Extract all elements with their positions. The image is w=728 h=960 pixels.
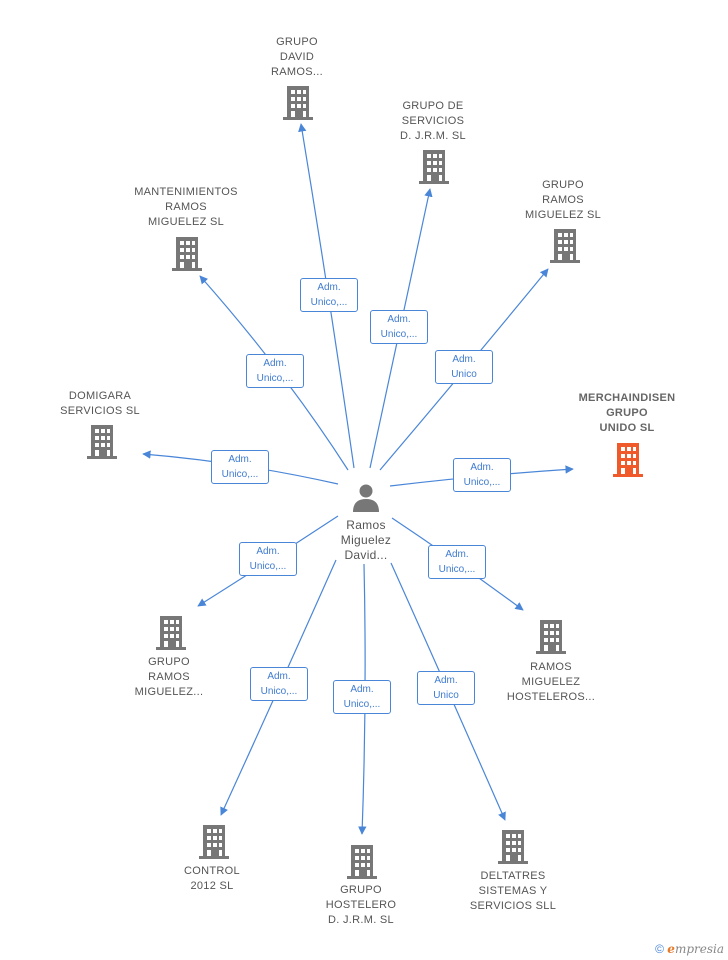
edge-label-domigara-servicios[interactable]: Adm. Unico,... bbox=[211, 450, 269, 484]
edge-label-text-line: Unico,... bbox=[343, 699, 381, 710]
edge-label-grupo-de-servicios-djrm[interactable]: Adm. Unico,... bbox=[370, 310, 428, 344]
edge-label-text-line: Adm. bbox=[452, 354, 476, 365]
brand-name: mpresia bbox=[674, 942, 724, 956]
building-icon[interactable] bbox=[613, 443, 643, 477]
brand-logo: empresia bbox=[667, 942, 724, 956]
company-name-line: HOSTELEROS... bbox=[506, 691, 596, 703]
edge-label-text-line: Adm. bbox=[445, 549, 469, 560]
footer-brand: © empresia bbox=[655, 942, 724, 956]
company-name-line: RAMOS bbox=[542, 194, 584, 206]
edge-label-merchaindisen-grupo-unido[interactable]: Adm. Unico,... bbox=[453, 458, 511, 492]
company-name-line: GRUPO bbox=[606, 407, 648, 419]
edge-label-text-line: Adm. bbox=[256, 546, 280, 557]
edge-label-text-line: Unico,... bbox=[463, 477, 501, 488]
company-name-line: GRUPO bbox=[276, 36, 318, 48]
building-icon[interactable] bbox=[419, 150, 449, 184]
edge-label-text-line: Adm. bbox=[317, 282, 341, 293]
edge-label-text-line: Adm. bbox=[267, 671, 291, 682]
building-icon[interactable] bbox=[347, 845, 377, 879]
edge-label-text-line: Adm. bbox=[263, 358, 287, 369]
company-name-line: SERVICIOS bbox=[401, 115, 465, 127]
edge-label-text-line: Unico,... bbox=[249, 561, 287, 572]
company-name-line: MANTENIMIENTOS bbox=[134, 186, 238, 198]
edge-label-ramos-miguelez-hosteleros[interactable]: Adm. Unico,... bbox=[428, 545, 486, 579]
edge-label-control-2012[interactable]: Adm. Unico,... bbox=[250, 667, 308, 701]
company-name-line: GRUPO bbox=[148, 656, 190, 668]
building-icon[interactable] bbox=[172, 237, 202, 271]
edge-label-mantenimientos-ramos-miguelez[interactable]: Adm. Unico,... bbox=[246, 354, 304, 388]
company-name-line: D. J.R.M. SL bbox=[328, 914, 394, 926]
edge-label-text-line: Adm. bbox=[434, 675, 458, 686]
building-icon[interactable] bbox=[283, 86, 313, 120]
company-name-line: SERVICIOS SLL bbox=[469, 900, 557, 912]
edge-label-text-line: Unico bbox=[451, 369, 477, 380]
person-name-line: Miguelez bbox=[340, 533, 392, 547]
company-name-line: GRUPO bbox=[340, 884, 382, 896]
company-name-line: 2012 SL bbox=[190, 880, 234, 892]
person-icon[interactable] bbox=[353, 484, 379, 513]
edge-label-text-line: Unico,... bbox=[221, 469, 259, 480]
edge-label-text-line: Unico,... bbox=[380, 329, 418, 340]
edge-label-text-line: Unico,... bbox=[260, 686, 298, 697]
edge-label-grupo-ramos-miguelez-2[interactable]: Adm. Unico,... bbox=[239, 542, 297, 576]
company-label-domigara-servicios[interactable]: DOMIGARA SERVICIOS SL bbox=[35, 389, 165, 419]
edge-label-text-line: Unico,... bbox=[438, 564, 476, 575]
company-name-line: MERCHAINDISEN bbox=[578, 392, 676, 404]
company-name-line: UNIDO SL bbox=[599, 422, 655, 434]
company-name-line: MIGUELEZ SL bbox=[524, 209, 602, 221]
company-name-line: DOMIGARA bbox=[68, 390, 132, 402]
company-name-line: RAMOS bbox=[530, 661, 572, 673]
edge-label-grupo-hostelero-djrm[interactable]: Adm. Unico,... bbox=[333, 680, 391, 714]
edge-label-grupo-david-ramos[interactable]: Adm. Unico,... bbox=[300, 278, 358, 312]
company-label-ramos-miguelez-hosteleros[interactable]: RAMOS MIGUELEZ HOSTELEROS... bbox=[486, 660, 616, 705]
edge-label-text-line: Unico,... bbox=[256, 373, 294, 384]
company-name-line: CONTROL bbox=[184, 865, 240, 877]
edge-label-text-line: Adm. bbox=[228, 454, 252, 465]
edge-label-grupo-ramos-miguelez-sl[interactable]: Adm. Unico bbox=[435, 350, 493, 384]
company-name-line: GRUPO bbox=[542, 179, 584, 191]
building-icon[interactable] bbox=[87, 425, 117, 459]
person-name-line: David... bbox=[344, 548, 388, 562]
company-label-grupo-ramos-miguelez-2[interactable]: GRUPO RAMOS MIGUELEZ... bbox=[104, 655, 234, 700]
edge-label-text-line: Adm. bbox=[350, 684, 374, 695]
company-label-mantenimientos-ramos-miguelez[interactable]: MANTENIMIENTOS RAMOS MIGUELEZ SL bbox=[121, 185, 251, 230]
company-label-grupo-david-ramos[interactable]: GRUPO DAVID RAMOS... bbox=[232, 35, 362, 80]
company-label-control-2012[interactable]: CONTROL 2012 SL bbox=[147, 864, 277, 894]
company-name-line: DAVID bbox=[279, 51, 315, 63]
edge-label-deltatres-sistemas[interactable]: Adm. Unico bbox=[417, 671, 475, 705]
building-icon[interactable] bbox=[498, 830, 528, 864]
company-label-grupo-hostelero-djrm[interactable]: GRUPO HOSTELERO D. J.R.M. SL bbox=[296, 883, 426, 928]
company-name-line: SERVICIOS SL bbox=[60, 405, 140, 417]
building-icon[interactable] bbox=[199, 825, 229, 859]
edge-label-text-line: Adm. bbox=[470, 462, 494, 473]
company-name-line: DELTATRES bbox=[480, 870, 546, 882]
copyright-symbol: © bbox=[655, 942, 664, 956]
company-name-line: D. J.R.M. SL bbox=[400, 130, 466, 142]
company-name-line: RAMOS bbox=[148, 671, 190, 683]
icons-layer bbox=[87, 86, 643, 879]
brand-initial: e bbox=[667, 942, 675, 956]
company-name-line: HOSTELERO bbox=[325, 899, 397, 911]
edge-label-text-line: Adm. bbox=[387, 314, 411, 325]
company-label-grupo-de-servicios-djrm[interactable]: GRUPO DE SERVICIOS D. J.R.M. SL bbox=[368, 99, 498, 144]
company-name-line: SISTEMAS Y bbox=[478, 885, 548, 897]
company-name-line: MIGUELEZ bbox=[521, 676, 581, 688]
company-name-line: MIGUELEZ... bbox=[134, 686, 204, 698]
building-icon[interactable] bbox=[550, 229, 580, 263]
edge-label-text-line: Unico,... bbox=[310, 297, 348, 308]
edge-label-text-line: Unico bbox=[433, 690, 459, 701]
company-name-line: RAMOS bbox=[165, 201, 207, 213]
building-icon[interactable] bbox=[156, 616, 186, 650]
company-name-line: MIGUELEZ SL bbox=[147, 216, 225, 228]
company-label-grupo-ramos-miguelez-sl[interactable]: GRUPO RAMOS MIGUELEZ SL bbox=[498, 178, 628, 223]
company-name-line: GRUPO DE bbox=[402, 100, 464, 112]
company-label-merchaindisen-grupo-unido[interactable]: MERCHAINDISEN GRUPO UNIDO SL bbox=[562, 391, 692, 436]
person-name-line: Ramos bbox=[346, 518, 386, 532]
building-icon[interactable] bbox=[536, 620, 566, 654]
company-name-line: RAMOS... bbox=[271, 66, 323, 78]
company-label-deltatres-sistemas[interactable]: DELTATRES SISTEMAS Y SERVICIOS SLL bbox=[448, 869, 578, 914]
